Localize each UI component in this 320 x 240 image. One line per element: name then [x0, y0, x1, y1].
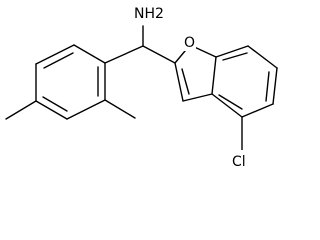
bond-layer: [5, 25, 278, 151]
bond-ring-a-double-2: [42, 96, 68, 112]
bond-ring-a-4: [35, 100, 68, 120]
bond-furan-double: [181, 68, 190, 95]
bond-furan-c7a-c3a: [211, 56, 217, 95]
bond-ring-a-1: [73, 44, 106, 64]
chlorine-label: Cl: [232, 154, 246, 170]
bond-furan-c3-c2: [174, 62, 184, 102]
bond-benzo-4: [241, 103, 274, 118]
bond-ring-a-5: [66, 99, 106, 120]
bond-ch-aryl: [104, 45, 144, 64]
bond-benzo-3: [272, 67, 278, 105]
bond-ring-a-double-1: [43, 52, 74, 69]
bond-benzo-5: [211, 93, 243, 118]
amine-label-bg: [132, 2, 158, 24]
oxygen-label: O: [184, 35, 195, 51]
bond-methyl-para: [5, 100, 37, 120]
bond-ch-benzofuran: [142, 45, 176, 64]
label-layer: NH2 O Cl: [132, 2, 253, 172]
oxygen-label-bg: [182, 33, 196, 51]
bond-methyl-ortho: [104, 99, 136, 119]
bond-benzo-double-3: [218, 94, 243, 110]
bond-furan-c3a-c3: [182, 93, 213, 102]
bond-benzo-double-1: [222, 52, 248, 61]
chlorine-label-bg: [229, 150, 253, 172]
bond-benzo-double-2: [265, 71, 270, 102]
bond-ring-a-2: [35, 44, 75, 65]
bond-benzo-2: [247, 45, 278, 69]
bond-benzo-1: [215, 45, 249, 58]
chemical-structure-diagram: NH2 O Cl: [5, 2, 278, 172]
amine-label: NH2: [134, 6, 164, 22]
